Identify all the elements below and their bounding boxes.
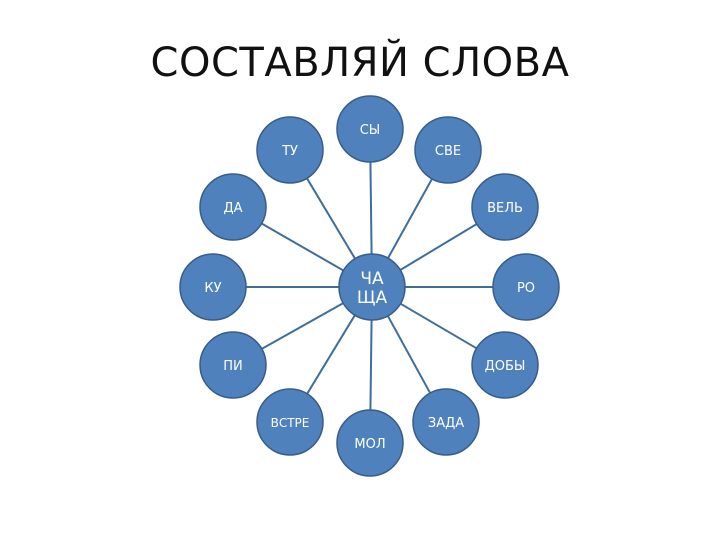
node-label: ТУ <box>281 144 298 159</box>
word-node-mol: МОЛ <box>336 409 404 477</box>
center-circle <box>338 253 406 321</box>
node-label: МОЛ <box>354 437 385 452</box>
node-circle <box>179 253 247 321</box>
node-label: ДОБЫ <box>485 359 526 374</box>
node-circle <box>256 116 324 184</box>
word-node-ro: РО <box>492 253 560 321</box>
word-node-vel: ВЕЛЬ <box>471 173 539 241</box>
connector-sve <box>387 178 433 259</box>
connector-da <box>261 222 344 272</box>
node-label: ЗАДА <box>428 416 464 431</box>
word-node-vstre: ВСТРЕ <box>256 388 324 456</box>
word-node-sve: СВЕ <box>414 116 482 184</box>
node-circle <box>199 173 267 241</box>
node-label: СЫ <box>360 123 381 138</box>
word-node-sy: СЫ <box>336 95 404 163</box>
slide-title: СОСТАВЛЯЙ СЛОВА <box>150 40 570 86</box>
connector-lines <box>246 161 493 411</box>
node-label: РО <box>517 281 535 296</box>
connector-tu <box>306 177 356 260</box>
word-node-doby: ДОБЫ <box>471 331 539 399</box>
node-label: ПИ <box>223 359 243 374</box>
word-node-pi: ПИ <box>199 331 267 399</box>
node-circle <box>492 253 560 321</box>
node-circle <box>199 331 267 399</box>
node-circle <box>412 388 480 456</box>
connector-pi <box>261 302 344 350</box>
word-node-ku: КУ <box>179 253 247 321</box>
node-label: СВЕ <box>435 144 461 159</box>
word-node-zada: ЗАДА <box>412 388 480 456</box>
node-label: КУ <box>204 281 221 296</box>
connector-mol <box>369 319 373 411</box>
node-circle <box>256 388 324 456</box>
node-circle <box>336 409 404 477</box>
node-label: ВСТРЕ <box>271 416 310 430</box>
node-label: ДА <box>223 201 242 216</box>
center-label-line: ЧА <box>360 269 384 289</box>
node-circle <box>471 173 539 241</box>
word-node-tu: ТУ <box>256 116 324 184</box>
center-label-line: ЩА <box>357 288 388 308</box>
node-circle <box>471 331 539 399</box>
connector-vstre <box>306 314 356 395</box>
node-label: ВЕЛЬ <box>487 201 523 216</box>
node-circle <box>336 95 404 163</box>
connector-sy <box>369 161 373 255</box>
connector-doby <box>399 302 478 350</box>
connector-vel <box>399 223 478 271</box>
connector-zada <box>386 315 432 394</box>
word-node-da: ДА <box>199 173 267 241</box>
node-circle <box>414 116 482 184</box>
